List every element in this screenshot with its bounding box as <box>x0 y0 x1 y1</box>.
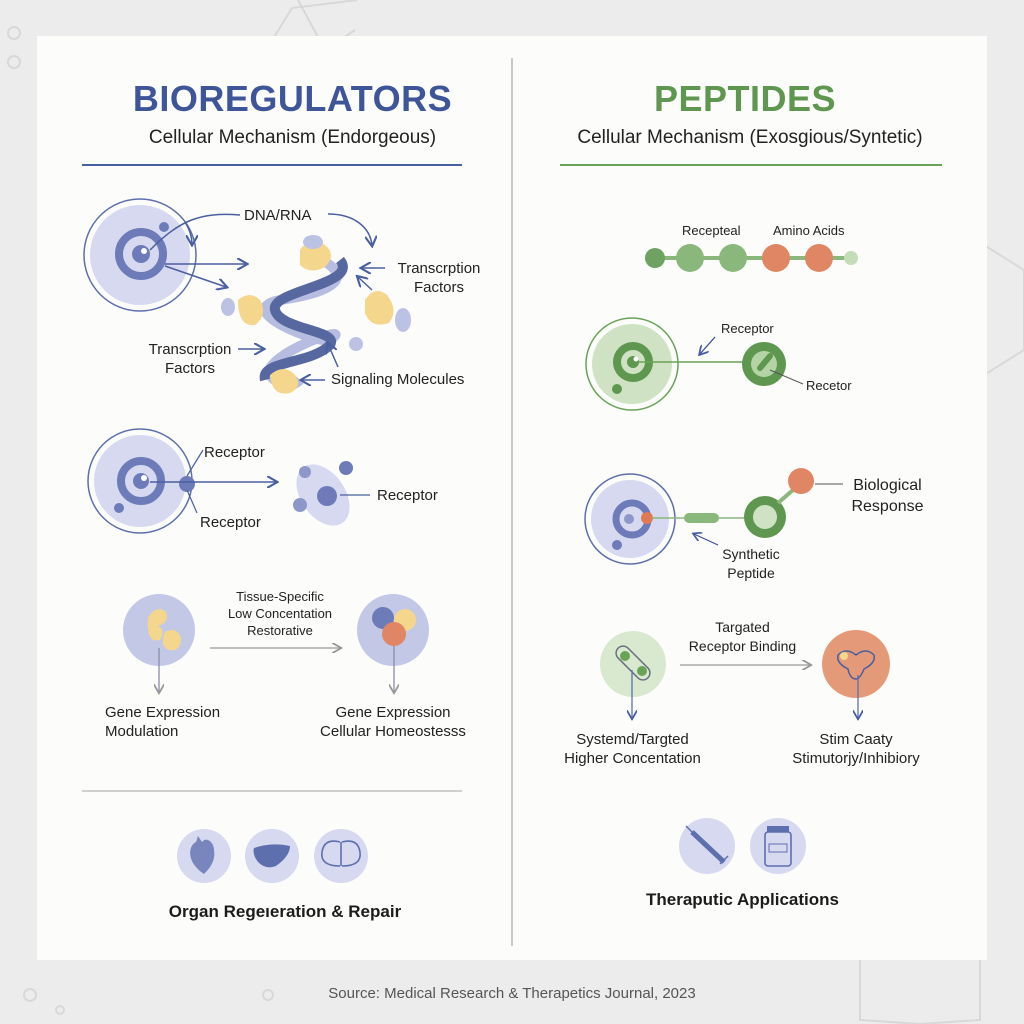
label-line: Restorative <box>247 623 313 638</box>
cellular-homeostasis-icon <box>357 594 429 666</box>
bioregulators-title: BIOREGULATORS <box>132 78 453 119</box>
label-line: Cellular Homeostesss <box>320 723 466 740</box>
bioregulators-underline <box>82 164 462 166</box>
label-line: Biological <box>853 477 922 494</box>
organ-regeneration-caption: Organ Regeıeration & Repair <box>168 902 402 921</box>
label-line: Stim Caaty <box>819 731 893 748</box>
label-line: Response <box>851 498 924 515</box>
peptides-title: PEPTIDES <box>653 78 837 119</box>
targeted-receptor-binding-label: Targated Receptor Binding <box>675 618 810 656</box>
heart-icon <box>177 829 231 883</box>
bioregulators-subtitle: Cellular Mechanism (Endorgeous) <box>148 127 437 148</box>
brain-icon <box>314 829 368 883</box>
receptor-label-right: Receptor <box>721 321 774 336</box>
left-section-separator <box>82 790 462 792</box>
therapeutic-applications-caption: Theraputic Applications <box>645 890 839 909</box>
systemic-targeted-label: Systemd/Targted Higher Concentation <box>555 730 710 768</box>
label-line: Factors <box>413 279 464 296</box>
syringe-icon <box>679 818 735 874</box>
dna-helix-icon <box>259 250 348 391</box>
synthetic-peptide-label: Synthetic Peptide <box>706 545 796 583</box>
tissue-specific-label: Tissue-Specific Low Concentation Restora… <box>210 588 350 639</box>
receptor-bottom-label: Receptor <box>200 514 261 531</box>
transcription-factors-right-label: Transcrption Factors <box>384 259 494 297</box>
source-footer: Source: Medical Research & Therapetics J… <box>328 985 696 1002</box>
cell-receptor-icon <box>87 428 195 534</box>
label-line: Stimutorjy/Inhibiory <box>792 750 920 767</box>
dna-rna-label: DNA/RNA <box>244 207 312 224</box>
label-line: Transcrption <box>148 341 232 358</box>
label-line: Peptide <box>727 565 775 581</box>
green-receptor-icon <box>742 342 786 386</box>
liver-icon <box>245 829 299 883</box>
peptide-receptor-icon <box>744 468 814 538</box>
label-line: Transcrption <box>397 260 481 277</box>
receptor-top-label: Receptor <box>204 444 265 461</box>
bandage-icon <box>600 631 666 697</box>
label-line: Synthetic <box>722 546 780 562</box>
amino-acids-label: Amino Acids <box>773 223 845 238</box>
label-line: Systemd/Targted <box>576 731 689 748</box>
amino-acid-chain-icon <box>645 244 858 272</box>
receptor-complex-icon <box>293 461 353 526</box>
green-cell-icon <box>585 317 679 411</box>
receptor-right-label: Receptor <box>377 487 438 504</box>
peptides-subtitle: Cellular Mechanism (Exosgious/Syntetic) <box>577 127 923 148</box>
label-line: Receptor Binding <box>688 638 797 654</box>
recepteal-label: Recepteal <box>682 223 741 238</box>
synthetic-peptide-icon <box>684 513 719 523</box>
label-line: Higher Concentation <box>564 750 701 767</box>
target-cell-icon <box>584 473 676 565</box>
label-line: Targated <box>715 619 770 635</box>
cell-nucleus-icon <box>83 198 197 312</box>
transcription-factors-left-label: Transcrption Factors <box>140 340 240 378</box>
label-line: Modulation <box>105 723 179 740</box>
label-line: Gene Expression <box>105 704 221 721</box>
peptides-underline <box>560 164 942 166</box>
gene-expression-modulation-label: Gene Expression Modulation <box>105 703 220 741</box>
label-line: Factors <box>164 360 215 377</box>
vial-icon <box>750 818 806 874</box>
gene-expression-homeostasis-label: Gene Expression Cellular Homeostesss <box>318 703 468 741</box>
signaling-molecules-label: Signaling Molecules <box>331 371 465 388</box>
label-line: Gene Expression <box>335 704 451 721</box>
label-line: Low Concentation <box>227 606 333 621</box>
capsule-icon <box>822 630 890 698</box>
label-line: Tissue-Specific <box>236 589 324 604</box>
center-divider <box>511 58 513 946</box>
biological-response-label: Biological Response <box>840 475 935 517</box>
stimulatory-inhibitory-label: Stim Caaty Stimutorjy/Inhibiory <box>776 730 936 768</box>
transcription-factor-blobs <box>238 241 394 394</box>
gene-modulation-icon <box>123 594 195 666</box>
recetor-label: Recetor <box>806 378 852 393</box>
